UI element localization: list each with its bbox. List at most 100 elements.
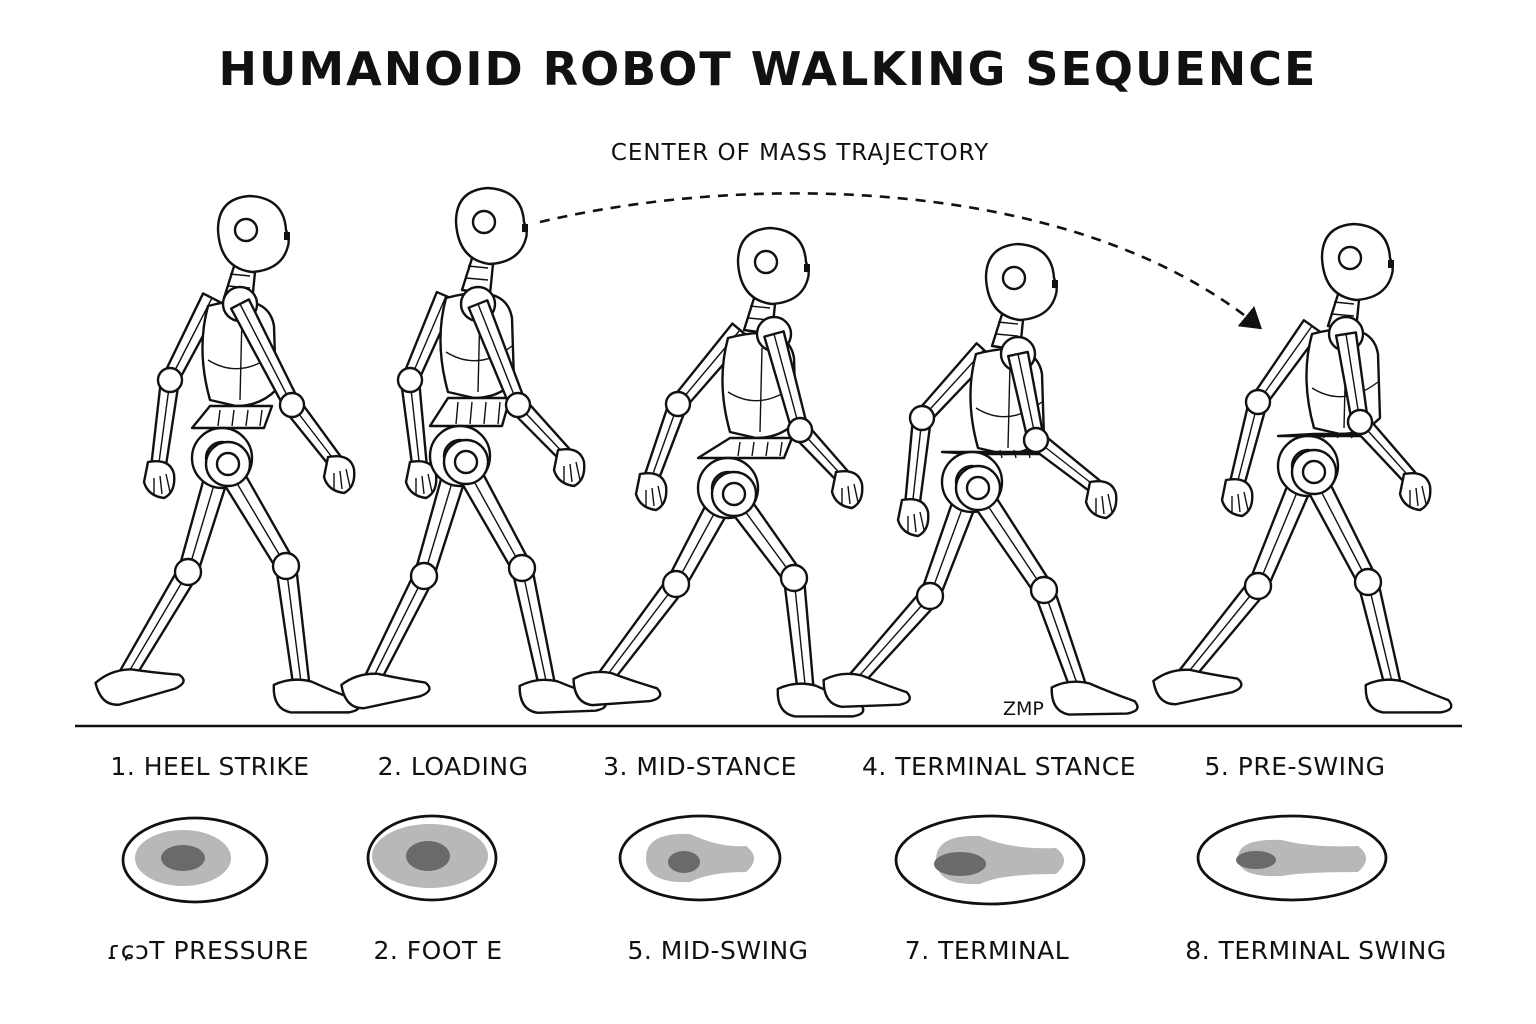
robot-front-upper-arm-centerline (1345, 333, 1361, 423)
robot-front-elbow (1022, 426, 1050, 454)
robot-back-foot (94, 668, 185, 706)
robot-abdomen (190, 404, 274, 430)
robot-neck-ribs (1331, 301, 1355, 317)
robot-back-forearm-centerline (409, 379, 421, 471)
pressure-zone-peak (668, 851, 700, 873)
robot-back-foot-sole (822, 672, 911, 708)
phase-label-pre-swing: 5. PRE-SWING (1204, 752, 1386, 781)
robot-abdomen-rib (497, 401, 501, 425)
foot-pressure-map (121, 816, 269, 904)
robot-abdomen-rib (751, 441, 755, 457)
robot-front-hip-inner (965, 475, 991, 501)
robot-front-foot-sole (1364, 678, 1453, 714)
robot-front-knee (1353, 567, 1383, 597)
robot-back-foot (1152, 668, 1243, 706)
phase-label-heel-strike: 1. HEEL STRIKE (110, 752, 310, 781)
robot-back-hand-icon-fingers (153, 473, 171, 495)
pressure-zone-peak (406, 841, 450, 871)
bottom-label-foot-pressure: ɾɕɔT PRESSURE (107, 936, 309, 965)
robot-abdomen-rib (469, 401, 473, 425)
robot-back-hand-icon (142, 460, 176, 500)
robot-figure (822, 242, 1139, 716)
robot-front-elbow (1346, 408, 1374, 436)
robot-front-shin-centerline (285, 565, 303, 691)
robot-back-forearm-centerline (911, 417, 923, 509)
robot-abdomen-rib (999, 449, 1003, 459)
phase-label-mid-stance: 3. MID-STANCE (603, 752, 797, 781)
robot-back-elbow (156, 366, 184, 394)
robot-visor (522, 224, 528, 232)
robot-front-hand-icon-palm (1084, 480, 1118, 520)
diagram-title: HUMANOID ROBOT WALKING SEQUENCE (218, 42, 1318, 96)
robot-back-knee (915, 581, 945, 611)
robot-abdomen-rib (483, 401, 487, 425)
robot-back-hand-icon-palm (634, 472, 668, 512)
robot-front-upper-arm-centerline (773, 333, 801, 431)
robot-abdomen-rib (455, 401, 459, 425)
robot-back-knee (661, 569, 691, 599)
robot-abdomen-rib (259, 409, 263, 427)
robot-abdomen-rib (1321, 433, 1325, 439)
robot-ear (471, 209, 497, 235)
robot-front-shin (511, 564, 558, 693)
robot-back-hand-icon-palm (1220, 478, 1254, 518)
robot-back-shin-centerline (369, 575, 425, 685)
robot-abdomen-rib (245, 409, 249, 427)
robot-abdomen (428, 396, 512, 428)
robot-front-hand-icon (1084, 480, 1118, 520)
robot-ear (233, 217, 259, 243)
robot-front-knee (1029, 575, 1059, 605)
bottom-label-terminal-swing: 8. TERMINAL SWING (1185, 936, 1447, 965)
robot-front-elbow (786, 416, 814, 444)
robot-figure (1152, 222, 1453, 714)
robot-back-forearm-centerline (1235, 401, 1259, 489)
robot-back-hand-icon (1220, 478, 1254, 518)
robot-back-foot-sole (572, 670, 662, 707)
robot-back-forearm (903, 415, 933, 510)
com-trajectory-arrow (539, 192, 1263, 330)
robot-front-hand-icon-palm (552, 448, 586, 488)
robot-visor (284, 232, 290, 240)
robot-back-forearm (399, 377, 429, 472)
robot-front-knee (779, 563, 809, 593)
robot-back-hand-icon-palm (142, 460, 176, 500)
robot-front-upper-arm-centerline (477, 303, 519, 406)
robot-front-shin (782, 575, 816, 697)
robot-front-elbow (504, 391, 532, 419)
robot-back-upper-arm-centerline (169, 297, 213, 381)
robot-front-hand-icon (1398, 472, 1432, 512)
bottom-label-foot: 2. FOOT E (373, 936, 503, 965)
robot-back-forearm-centerline (649, 403, 679, 483)
robot-neck-ribs (465, 265, 489, 281)
robot-abdomen-rib (1335, 433, 1339, 439)
robot-front-hand-icon-palm (1398, 472, 1432, 512)
robot-back-foot (822, 672, 911, 708)
robot-back-hand-icon (896, 498, 930, 538)
robot-back-forearm (149, 377, 181, 473)
pressure-zone-light (1238, 839, 1366, 877)
robot-back-hand-icon-palm (896, 498, 930, 538)
robot-back-hand-icon (634, 472, 668, 512)
com-trajectory-label: CENTER OF MASS TRAJECTORY (610, 140, 990, 166)
robot-front-upper-arm-centerline (1017, 353, 1037, 441)
robot-front-hip-inner (721, 481, 747, 507)
robot-back-elbow (908, 404, 936, 432)
robot-front-shin-centerline (521, 567, 549, 691)
phase-label-terminal-stance: 4. TERMINAL STANCE (861, 752, 1137, 781)
robot-abdomen-rib (1013, 449, 1017, 459)
foot-pressure-map (894, 814, 1086, 906)
robot-front-elbow (278, 391, 306, 419)
robot-front-hand-icon-fingers (1409, 485, 1427, 507)
robot-visor (1388, 260, 1394, 268)
robot-abdomen-rib (1027, 449, 1031, 459)
robot-back-elbow (664, 390, 692, 418)
foot-pressure-map (366, 814, 498, 902)
zmp-label: ZMP (1003, 698, 1044, 720)
robot-abdomen (696, 436, 794, 460)
robot-front-hip-inner (453, 449, 479, 475)
robot-front-hip-inner (215, 451, 241, 477)
robot-front-shin-centerline (1367, 581, 1395, 691)
robot-front-shin-centerline (1043, 589, 1081, 693)
robot-front-hand-icon (830, 470, 864, 510)
robot-back-upper-arm-centerline (409, 295, 447, 381)
